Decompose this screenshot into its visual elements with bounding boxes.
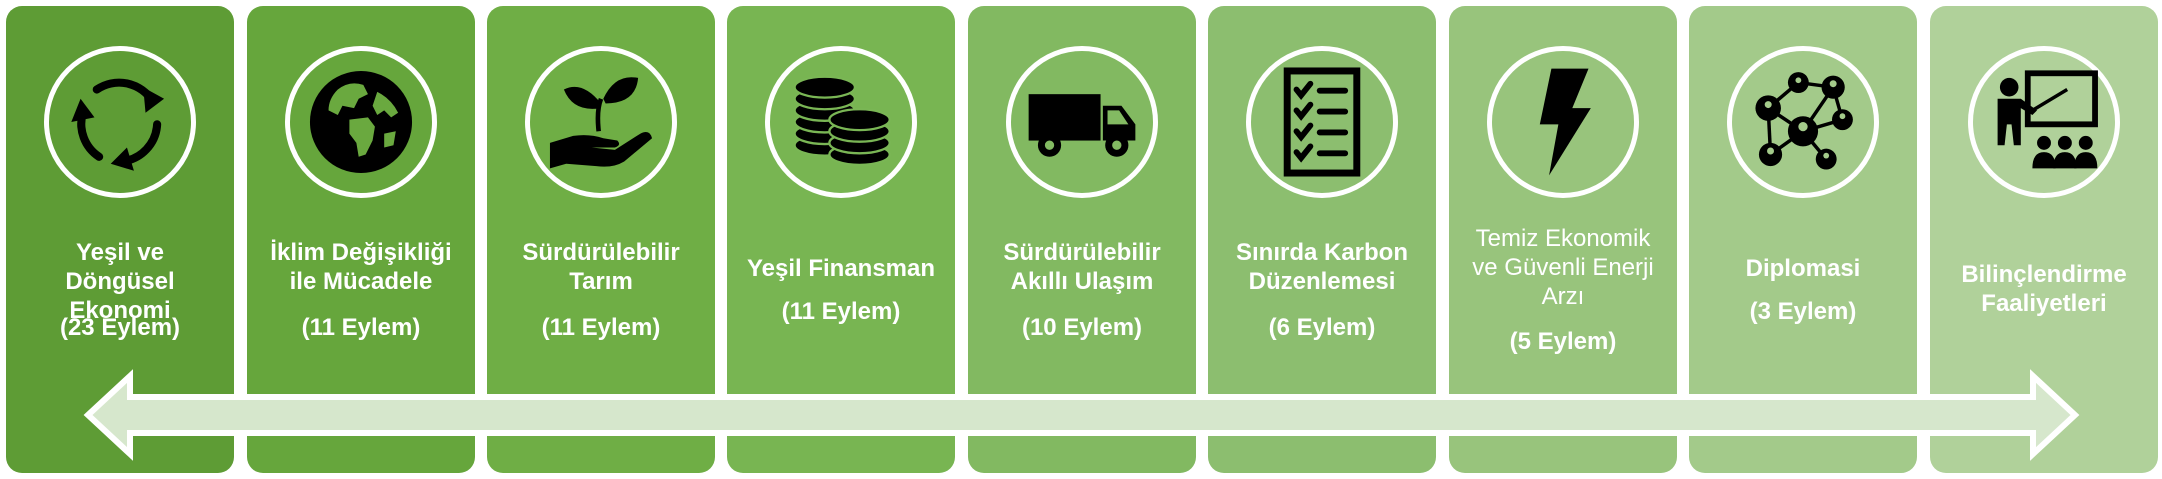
teacher-presentation-icon [1997,70,2098,169]
panel-action-count: (23 Eylem) [59,314,181,341]
panel-title: Sınırda Karbon Düzenlemesi [1235,239,1409,295]
panel-title: Sürdürülebilir Akıllı Ulaşım [1003,239,1161,295]
globe-icon [309,70,413,174]
truck-icon-circle [1006,46,1158,198]
recycle-icon [71,78,165,171]
panel-action-count: (10 Eylem) [1021,314,1143,341]
panel-title: Diplomasi [1745,255,1861,282]
panel-title: İklim Değişikliği ile Mücadele [270,239,452,295]
panel-action-count: (11 Eylem) [301,314,421,341]
truck-icon [1028,94,1136,157]
globe-icon-circle [285,46,437,198]
network-people-icon-circle [1727,46,1879,198]
panel-action-count: (5 Eylem) [1509,328,1617,355]
coins-icon-circle [765,46,917,198]
plant-hand-icon-circle [525,46,677,198]
panel-title: Sürdürülebilir Tarım [522,239,680,295]
panel-action-count: (11 Eylem) [781,298,901,325]
double-arrow-shape [83,369,2080,461]
checklist-icon [1283,67,1361,177]
panel-title: Yeşil ve Döngüsel Ekonomi [65,239,175,324]
network-people-icon [1755,72,1853,170]
panel-title: Temiz Ekonomik ve Güvenli Enerji Arzı [1472,225,1654,310]
coins-icon [793,75,891,167]
teacher-presentation-icon-circle [1968,46,2120,198]
panel-bilinclendirme: Bilinçlendirme Faaliyetleri [1930,6,2158,473]
panel-action-count: (6 Eylem) [1268,314,1376,341]
panel-action-count: (11 Eylem) [541,314,661,341]
panel-title: Yeşil Finansman [746,255,936,282]
panel-action-count: (3 Eylem) [1749,298,1857,325]
panel-title: Bilinçlendirme Faaliyetleri [1961,261,2127,317]
checklist-icon-circle [1246,46,1398,198]
recycle-icon-circle [44,46,196,198]
lightning-icon-circle [1487,46,1639,198]
plant-hand-icon [549,77,653,169]
lightning-icon [1539,68,1591,176]
